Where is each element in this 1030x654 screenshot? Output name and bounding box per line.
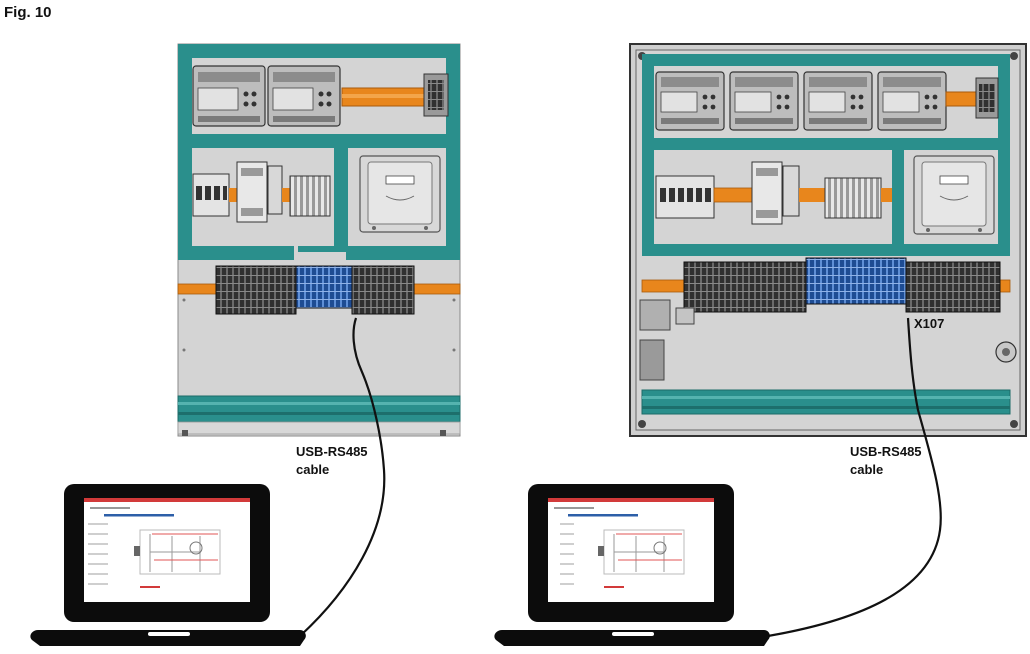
enclosure-display [913, 155, 995, 235]
cable-label-right-line1: USB-RS485 [850, 444, 922, 459]
cable-label-left-line2: cable [296, 462, 329, 477]
controller-module [655, 71, 725, 131]
laptop-base [494, 630, 770, 646]
controller-module [729, 71, 799, 131]
power-supply [751, 161, 783, 225]
laptop-right [494, 484, 770, 646]
controller-module [803, 71, 873, 131]
controller-module [192, 65, 266, 127]
cable-label-left-line1: USB-RS485 [296, 444, 368, 459]
laptop-left [30, 484, 306, 646]
usb-rs485-cable [767, 317, 942, 638]
controller-module [877, 71, 947, 131]
circuit-breakers [655, 175, 715, 219]
figure-title: Fig. 10 [4, 4, 52, 21]
cable-label-right-line2: cable [850, 462, 883, 477]
usb-rs485-cable [299, 317, 386, 637]
circuit-breakers [192, 173, 230, 217]
laptop-base [30, 630, 306, 646]
teal-duct [642, 54, 1010, 66]
right-cabinet [629, 43, 1027, 437]
controller-module [267, 65, 341, 127]
power-supply [236, 161, 268, 223]
terminal-label-x107: X107 [914, 316, 944, 331]
left-cabinet [177, 43, 461, 437]
teal-duct [178, 44, 460, 58]
enclosure-display [359, 155, 441, 233]
